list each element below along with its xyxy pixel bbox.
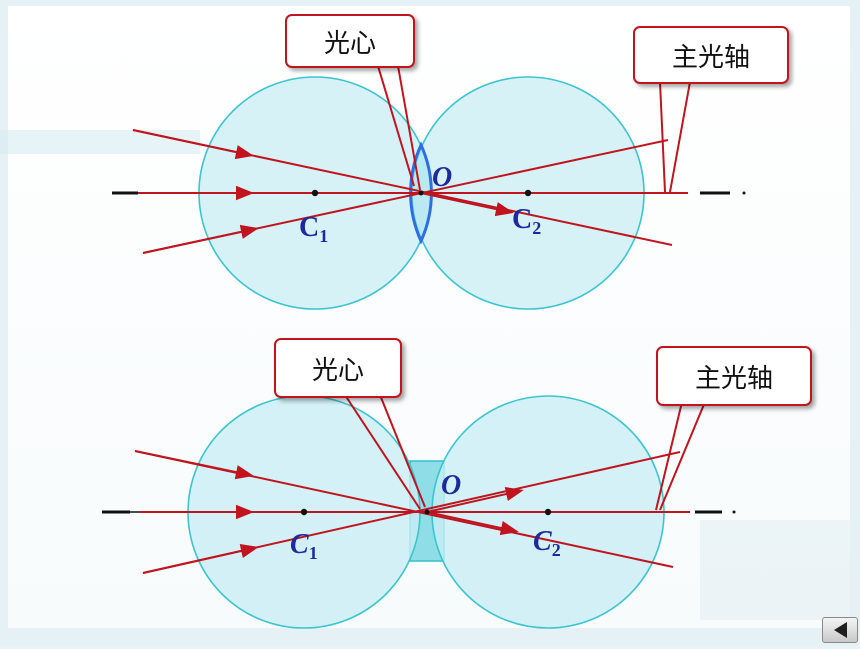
ray-lower-left-arrow-bottom (142, 543, 259, 574)
callout-optical-center-top: 光心 (285, 14, 415, 68)
convex-lens-diagram: O C1 C2 (112, 65, 746, 310)
callout-pointer-axis-1 (659, 81, 666, 193)
callout-pointer-center-2-bottom (379, 394, 426, 508)
label-c2: C2 (512, 204, 541, 238)
callout-optical-center-bottom: 光心 (274, 338, 402, 398)
ray-upper-left-arrow (132, 129, 254, 160)
ray-upper-left-arrow-2-bottom (426, 511, 519, 536)
c1-point-bottom (300, 508, 308, 516)
label-c1-bottom: C1 (290, 529, 318, 563)
decor-band (0, 130, 200, 154)
callout-pointer-center-2 (377, 65, 415, 187)
callout-pointer-center-1-bottom (344, 394, 421, 510)
callout-pointer-axis-2-bottom (659, 401, 706, 511)
ray-lower-left-arrow-2-bottom (426, 486, 524, 513)
callout-principal-axis-top: 主光轴 (633, 26, 789, 84)
back-button[interactable] (822, 617, 858, 643)
c2-point (524, 189, 532, 197)
label-c1: C1 (299, 212, 328, 246)
label-o-bottom: O (441, 470, 461, 501)
c2-point-bottom (544, 508, 552, 516)
ray-lower-left-arrow (142, 224, 259, 254)
optical-center-point (418, 190, 424, 196)
decor-watermark (700, 520, 850, 620)
callout-pointer-axis-1-bottom (655, 401, 683, 511)
ray-upper-left-arrow-bottom (134, 450, 254, 480)
axis-end-dot (742, 191, 746, 195)
label-o: O (432, 162, 452, 193)
callout-pointer-center-1 (397, 65, 421, 191)
optical-center-point-bottom (424, 509, 430, 515)
callout-principal-axis-bottom: 主光轴 (656, 346, 812, 406)
axis-end-dot-bottom (732, 510, 736, 514)
c1-point (311, 189, 319, 197)
ray-upper-left-arrow-2 (420, 192, 514, 217)
callout-pointer-axis-2 (669, 81, 691, 193)
label-c2-bottom: C2 (533, 526, 561, 560)
concave-lens-diagram: O C1 C2 (102, 394, 736, 629)
triangle-left-icon (833, 622, 847, 638)
